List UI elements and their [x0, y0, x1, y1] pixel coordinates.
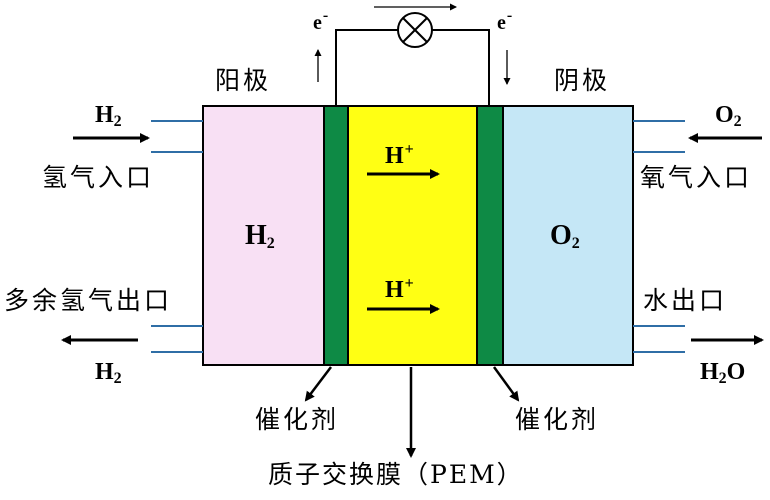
water-outlet-species-label: H2O [700, 359, 746, 387]
catalyst-left-pointer [304, 366, 332, 402]
water-outlet-label: 水出口 [643, 286, 728, 315]
membrane-label: 质子交换膜（PEM） [268, 460, 524, 489]
catalyst-layer-right [476, 105, 504, 366]
electron-left-label: e- [313, 7, 329, 34]
h2-chamber-label: H2 [245, 220, 275, 252]
anode-chamber [202, 105, 328, 366]
catalyst-layer-left [323, 105, 349, 366]
external-wire [335, 29, 398, 106]
anode-label: 阳极 [215, 66, 272, 95]
hydrogen-inlet-label: 氢气入口 [42, 163, 155, 192]
h2-outlet-label: H2 [95, 359, 122, 387]
oxygen-inlet-pipe [633, 120, 685, 153]
catalyst-left-label: 催化剂 [255, 405, 340, 434]
electron-right-label: e- [497, 7, 513, 34]
excess-hydrogen-outlet-label: 多余氢气出口 [4, 286, 173, 315]
membrane [343, 105, 478, 366]
cathode-label: 阴极 [554, 66, 611, 95]
proton-bottom-label: H+ [385, 275, 414, 303]
hydrogen-outlet-pipe [151, 325, 203, 353]
o2-chamber-label: O2 [550, 220, 580, 252]
water-outlet-pipe [633, 325, 685, 353]
lamp-icon [397, 12, 433, 48]
h2-inlet-label: H2 [95, 102, 122, 130]
catalyst-right-label: 催化剂 [515, 405, 600, 434]
external-wire-right [432, 29, 490, 106]
proton-top-label: H+ [385, 141, 414, 169]
cathode-chamber [502, 105, 634, 366]
hydrogen-inlet-pipe [151, 120, 203, 153]
oxygen-inlet-label: 氧气入口 [640, 163, 753, 192]
catalyst-right-pointer [492, 366, 520, 402]
o2-inlet-label: O2 [715, 102, 742, 130]
